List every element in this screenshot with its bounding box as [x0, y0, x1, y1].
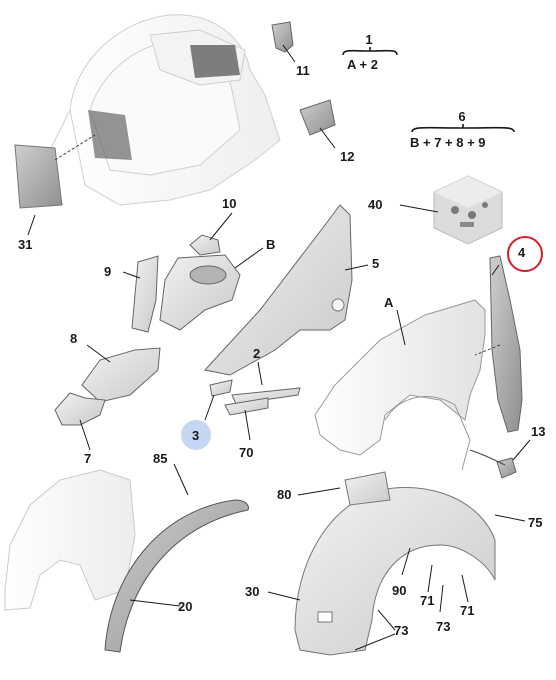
callout-2: 2 [253, 346, 261, 361]
lower-left-fender-outline [4, 469, 136, 611]
group-1-formula: A + 2 [347, 57, 378, 72]
dark-brackets-top [88, 45, 240, 160]
part-2-brace [231, 387, 301, 405]
callout-7: 7 [84, 451, 92, 466]
group-6-number: 6 [458, 109, 466, 124]
callout-12: 12 [340, 149, 355, 164]
callout-11: 11 [296, 63, 310, 78]
part-3-bracket [209, 379, 233, 397]
part-12-bracket [299, 99, 336, 136]
part-30-wheel-arch-liner [294, 471, 496, 656]
callout-4: 4 [518, 245, 526, 260]
part-13-clip [469, 449, 517, 479]
part-70-brace [224, 397, 269, 416]
callout-8: 8 [70, 331, 78, 346]
part-a-front-fender [314, 299, 486, 471]
callout-90: 90 [392, 583, 407, 598]
leader-lines [27, 44, 531, 651]
part-10-top-mount [189, 234, 221, 256]
callout-9: 9 [104, 264, 112, 279]
callout-73-left: 73 [394, 623, 409, 638]
callout-71-right: 71 [460, 603, 475, 618]
callout-71-left: 71 [420, 593, 435, 608]
callout-3: 3 [192, 428, 200, 443]
callout-30: 30 [245, 584, 260, 599]
group-1-brace [342, 47, 398, 56]
part-b-strut-tower [159, 254, 241, 331]
callout-80: 80 [277, 487, 292, 502]
callout-31: 31 [18, 237, 33, 252]
callout-13: 13 [531, 424, 546, 439]
part-9-bracket [131, 255, 159, 333]
group-6-formula: B + 7 + 8 + 9 [410, 135, 486, 150]
part-20-arch-moulding [104, 499, 249, 653]
callout-20: 20 [178, 599, 193, 614]
callout-a: A [384, 295, 394, 310]
highlight-circle [507, 236, 543, 272]
callout-b: B [266, 237, 276, 252]
part-4-seal-strip [474, 255, 523, 433]
group-6-brace [411, 124, 515, 133]
highlight-dot [181, 420, 211, 450]
callout-10: 10 [222, 196, 237, 211]
part-7-bracket [54, 392, 106, 426]
part-11-bracket [271, 21, 294, 53]
callout-40: 40 [368, 197, 383, 212]
part-5-inner-panel [204, 204, 353, 376]
callout-73-right: 73 [436, 619, 451, 634]
callout-75: 75 [528, 515, 543, 530]
group-1-number: 1 [365, 32, 373, 47]
callout-70: 70 [239, 445, 254, 460]
callout-85: 85 [153, 451, 168, 466]
part-8-arch-panel [81, 347, 161, 403]
upper-wheel-arch-assembly [49, 14, 281, 206]
part-31-plate [14, 134, 96, 209]
part-40-hardware-kit [433, 175, 503, 245]
callout-5: 5 [372, 256, 380, 271]
